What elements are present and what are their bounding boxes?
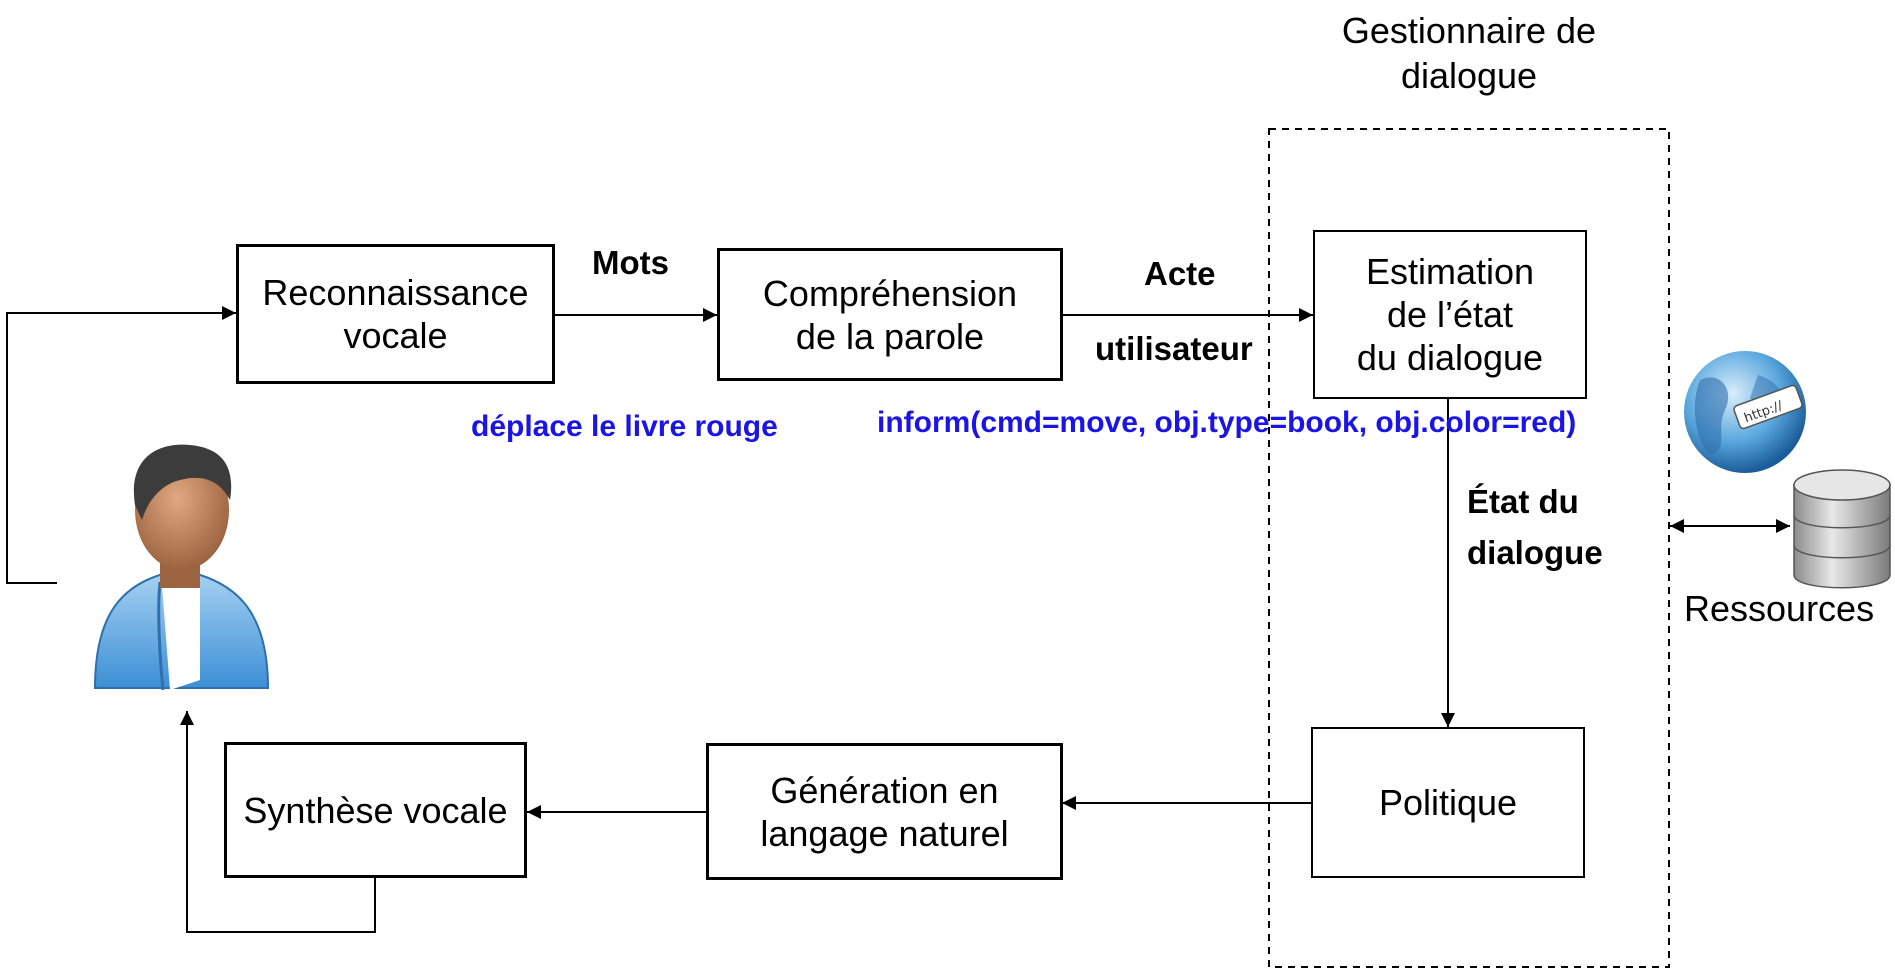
box-label: de la parole [795, 315, 985, 357]
box-label: Synthèse vocale [243, 789, 508, 831]
utterance-example: déplace le livre rouge [471, 410, 778, 443]
globe-http-icon: http:// [1684, 351, 1806, 473]
box-label: Politique [1378, 782, 1518, 823]
dialogue-state-label-line2: dialogue [1467, 534, 1603, 571]
box-label: Reconnaissance [262, 272, 529, 313]
dialogue-manager-title-line: Gestionnaire de [1341, 10, 1597, 51]
user-to-recognition-arrow [6, 306, 236, 584]
box-label: vocale [343, 315, 448, 356]
dialogue-manager-title-line: dialogue [1400, 55, 1538, 96]
synthesis-to-user-arrow [180, 711, 376, 933]
dialogue-state-label-line1: État du [1467, 483, 1579, 520]
dialogue-manager-title: Gestionnaire de dialogue [1289, 8, 1649, 98]
policy-box: Politique [1311, 727, 1585, 878]
box-label: du dialogue [1356, 337, 1544, 378]
user-avatar-icon [93, 444, 270, 691]
box-label: de l’état [1386, 294, 1514, 335]
box-label: Estimation [1365, 251, 1535, 292]
box-label: Compréhension [762, 272, 1018, 314]
user-act-label-line1: Acte [1144, 255, 1216, 292]
words-label: Mots [592, 244, 669, 281]
dialogue-manager-region [1268, 128, 1670, 968]
resources-label: Ressources [1684, 588, 1875, 629]
database-icon [1793, 469, 1891, 589]
user-act-label-line2: utilisateur [1095, 330, 1253, 367]
semantic-frame-example: inform(cmd=move, obj.type=book, obj.colo… [877, 406, 1577, 439]
speech-synthesis-box: Synthèse vocale [224, 742, 527, 878]
box-label: Génération en [770, 769, 999, 811]
box-label: langage naturel [760, 812, 1009, 854]
